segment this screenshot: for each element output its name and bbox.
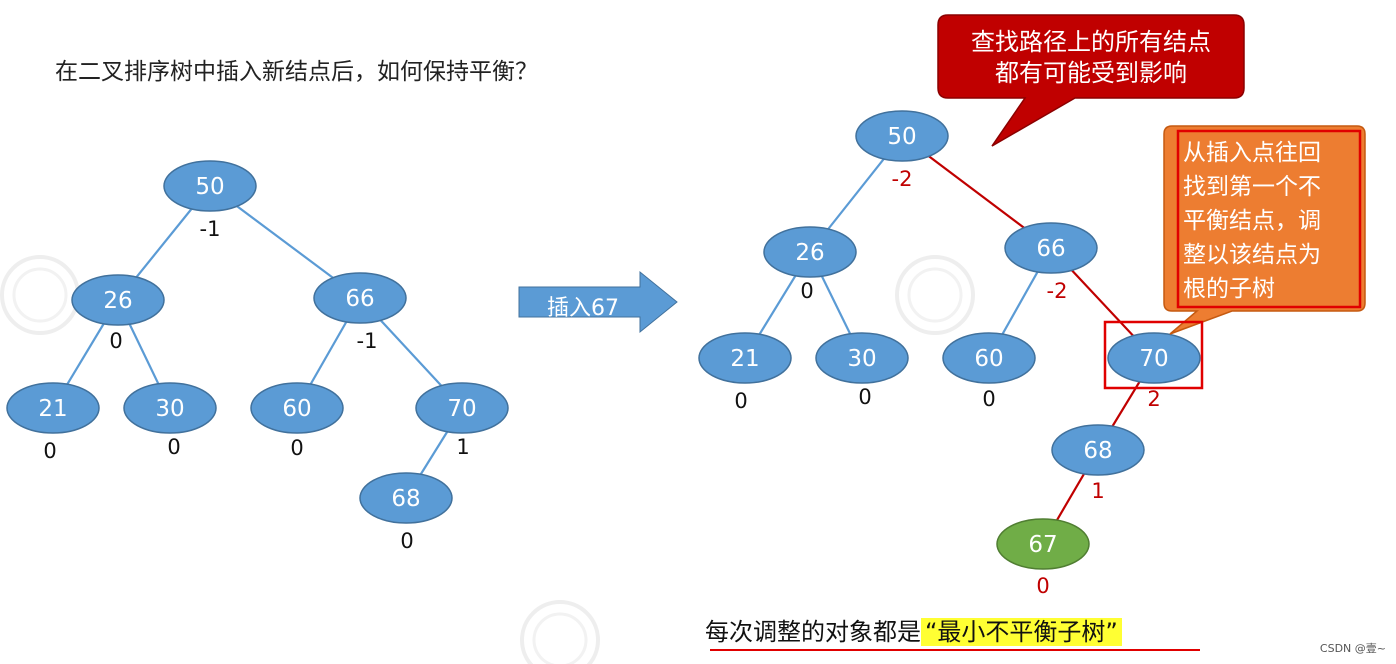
right-balance-factor-30: 0 (858, 385, 871, 409)
right-node-key: 21 (730, 346, 759, 372)
left-node-key: 26 (103, 288, 132, 314)
left-node-key: 70 (447, 396, 476, 422)
right-balance-factor-26: 0 (800, 279, 813, 303)
left-node-shape (313, 272, 407, 324)
right-node-key: 26 (795, 240, 824, 266)
left-node-key: 50 (195, 174, 224, 200)
right-node-shape (1107, 332, 1201, 384)
right-balance-factor-68: 1 (1091, 479, 1104, 503)
left-node-key: 30 (155, 396, 184, 422)
left-node-shape (163, 160, 257, 212)
callout-right (1163, 125, 1366, 335)
right-node-30: 30 0 (815, 332, 909, 409)
unbalanced-node-box (1103, 320, 1204, 390)
left-node-70: 70 1 (415, 382, 509, 459)
watermark (0, 255, 975, 664)
right-balance-factor-66: -2 (1047, 279, 1068, 303)
right-node-shape (1051, 424, 1145, 476)
left-node-26: 26 0 (71, 274, 165, 353)
right-balance-factor-70: 2 (1147, 387, 1160, 411)
right-node-21: 21 0 (698, 332, 792, 413)
left-node-60: 60 0 (250, 382, 344, 460)
right-node-68: 68 1 (1051, 424, 1145, 503)
left-node-shape (415, 382, 509, 434)
right-node-key: 70 (1139, 346, 1168, 372)
right-node-shape (996, 518, 1090, 570)
right-balance-factor-67: 0 (1036, 574, 1049, 598)
left-balance-factor-30: 0 (167, 435, 180, 459)
right-tree: 50 -2 26 0 66 -2 21 0 30 0 60 0 70 2 68 1 67 0 (698, 110, 1201, 598)
right-node-key: 67 (1028, 532, 1057, 558)
credit-label: CSDN @壹~ (1319, 642, 1386, 655)
left-balance-factor-50: -1 (200, 217, 221, 241)
callout-highlight-box (1176, 129, 1362, 309)
right-balance-factor-50: -2 (892, 167, 913, 191)
left-node-66: 66 -1 (313, 272, 407, 353)
right-node-key: 60 (974, 346, 1003, 372)
right-node-shape (763, 226, 857, 278)
page-title: 在二叉排序树中插入新结点后，如何保持平衡？ (55, 59, 538, 85)
right-node-50: 50 -2 (855, 110, 949, 191)
watermark-seal (895, 255, 975, 335)
watermark-seal-inner (907, 267, 963, 323)
bottom-highlight: “最小不平衡子树” (921, 618, 1122, 646)
left-node-key: 68 (391, 486, 420, 512)
left-balance-factor-70: 1 (456, 435, 469, 459)
left-balance-factor-26: 0 (109, 329, 122, 353)
left-node-key: 66 (345, 286, 374, 312)
watermark-seal-inner (12, 267, 68, 323)
bottom-prefix: 每次调整的对象都是 (705, 618, 921, 646)
right-node-66: 66 -2 (1004, 222, 1098, 303)
left-node-shape (6, 382, 100, 434)
callout-top (937, 14, 1245, 147)
right-node-60: 60 0 (942, 332, 1036, 411)
left-node-shape (250, 382, 344, 434)
left-node-key: 60 (282, 396, 311, 422)
right-balance-factor-21: 0 (734, 389, 747, 413)
left-node-shape (359, 472, 453, 524)
watermark-seal (520, 600, 600, 664)
right-node-shape (1004, 222, 1098, 274)
left-balance-factor-60: 0 (290, 436, 303, 460)
right-node-key: 30 (847, 346, 876, 372)
right-node-key: 50 (887, 124, 916, 150)
right-balance-factor-60: 0 (982, 387, 995, 411)
left-balance-factor-66: -1 (357, 329, 378, 353)
left-balance-factor-21: 0 (43, 439, 56, 463)
left-node-68: 68 0 (359, 472, 453, 553)
left-node-shape (71, 274, 165, 326)
right-node-70: 70 2 (1107, 332, 1201, 411)
right-node-shape (815, 332, 909, 384)
right-node-shape (855, 110, 949, 162)
insert-arrow (518, 270, 678, 334)
left-node-shape (123, 382, 217, 434)
left-node-21: 21 0 (6, 382, 100, 463)
left-node-50: 50 -1 (163, 160, 257, 241)
left-node-key: 21 (38, 396, 67, 422)
right-node-shape (698, 332, 792, 384)
right-node-shape (942, 332, 1036, 384)
left-tree: 50 -1 26 0 66 -1 21 0 30 0 60 0 70 1 68 0 (6, 160, 509, 553)
right-node-key: 68 (1083, 438, 1112, 464)
watermark-seal-inner (532, 612, 588, 664)
right-node-key: 66 (1036, 236, 1065, 262)
right-node-26: 26 0 (763, 226, 857, 303)
left-node-30: 30 0 (123, 382, 217, 459)
right-node-67: 67 0 (996, 518, 1090, 598)
left-balance-factor-68: 0 (400, 529, 413, 553)
bottom-conclusion: 每次调整的对象都是“最小不平衡子树” (705, 612, 1122, 647)
